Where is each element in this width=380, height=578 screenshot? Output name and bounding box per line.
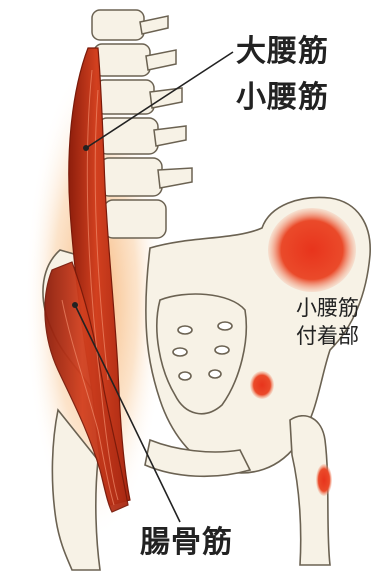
iliac-highlight <box>268 208 356 292</box>
iliacus-marker-dot <box>72 302 78 308</box>
label-psoas-minor-insertion-2: 付着部 <box>296 324 359 349</box>
insertion-highlight <box>250 371 274 399</box>
label-psoas-minor: 小腰筋 <box>236 80 329 116</box>
label-iliacus: 腸骨筋 <box>140 525 233 561</box>
spine <box>92 10 192 238</box>
psoas-marker-dot <box>83 145 89 151</box>
label-psoas-major: 大腰筋 <box>236 34 329 70</box>
label-psoas-minor-insertion-1: 小腰筋 <box>296 296 359 321</box>
femur-highlight <box>316 464 332 496</box>
